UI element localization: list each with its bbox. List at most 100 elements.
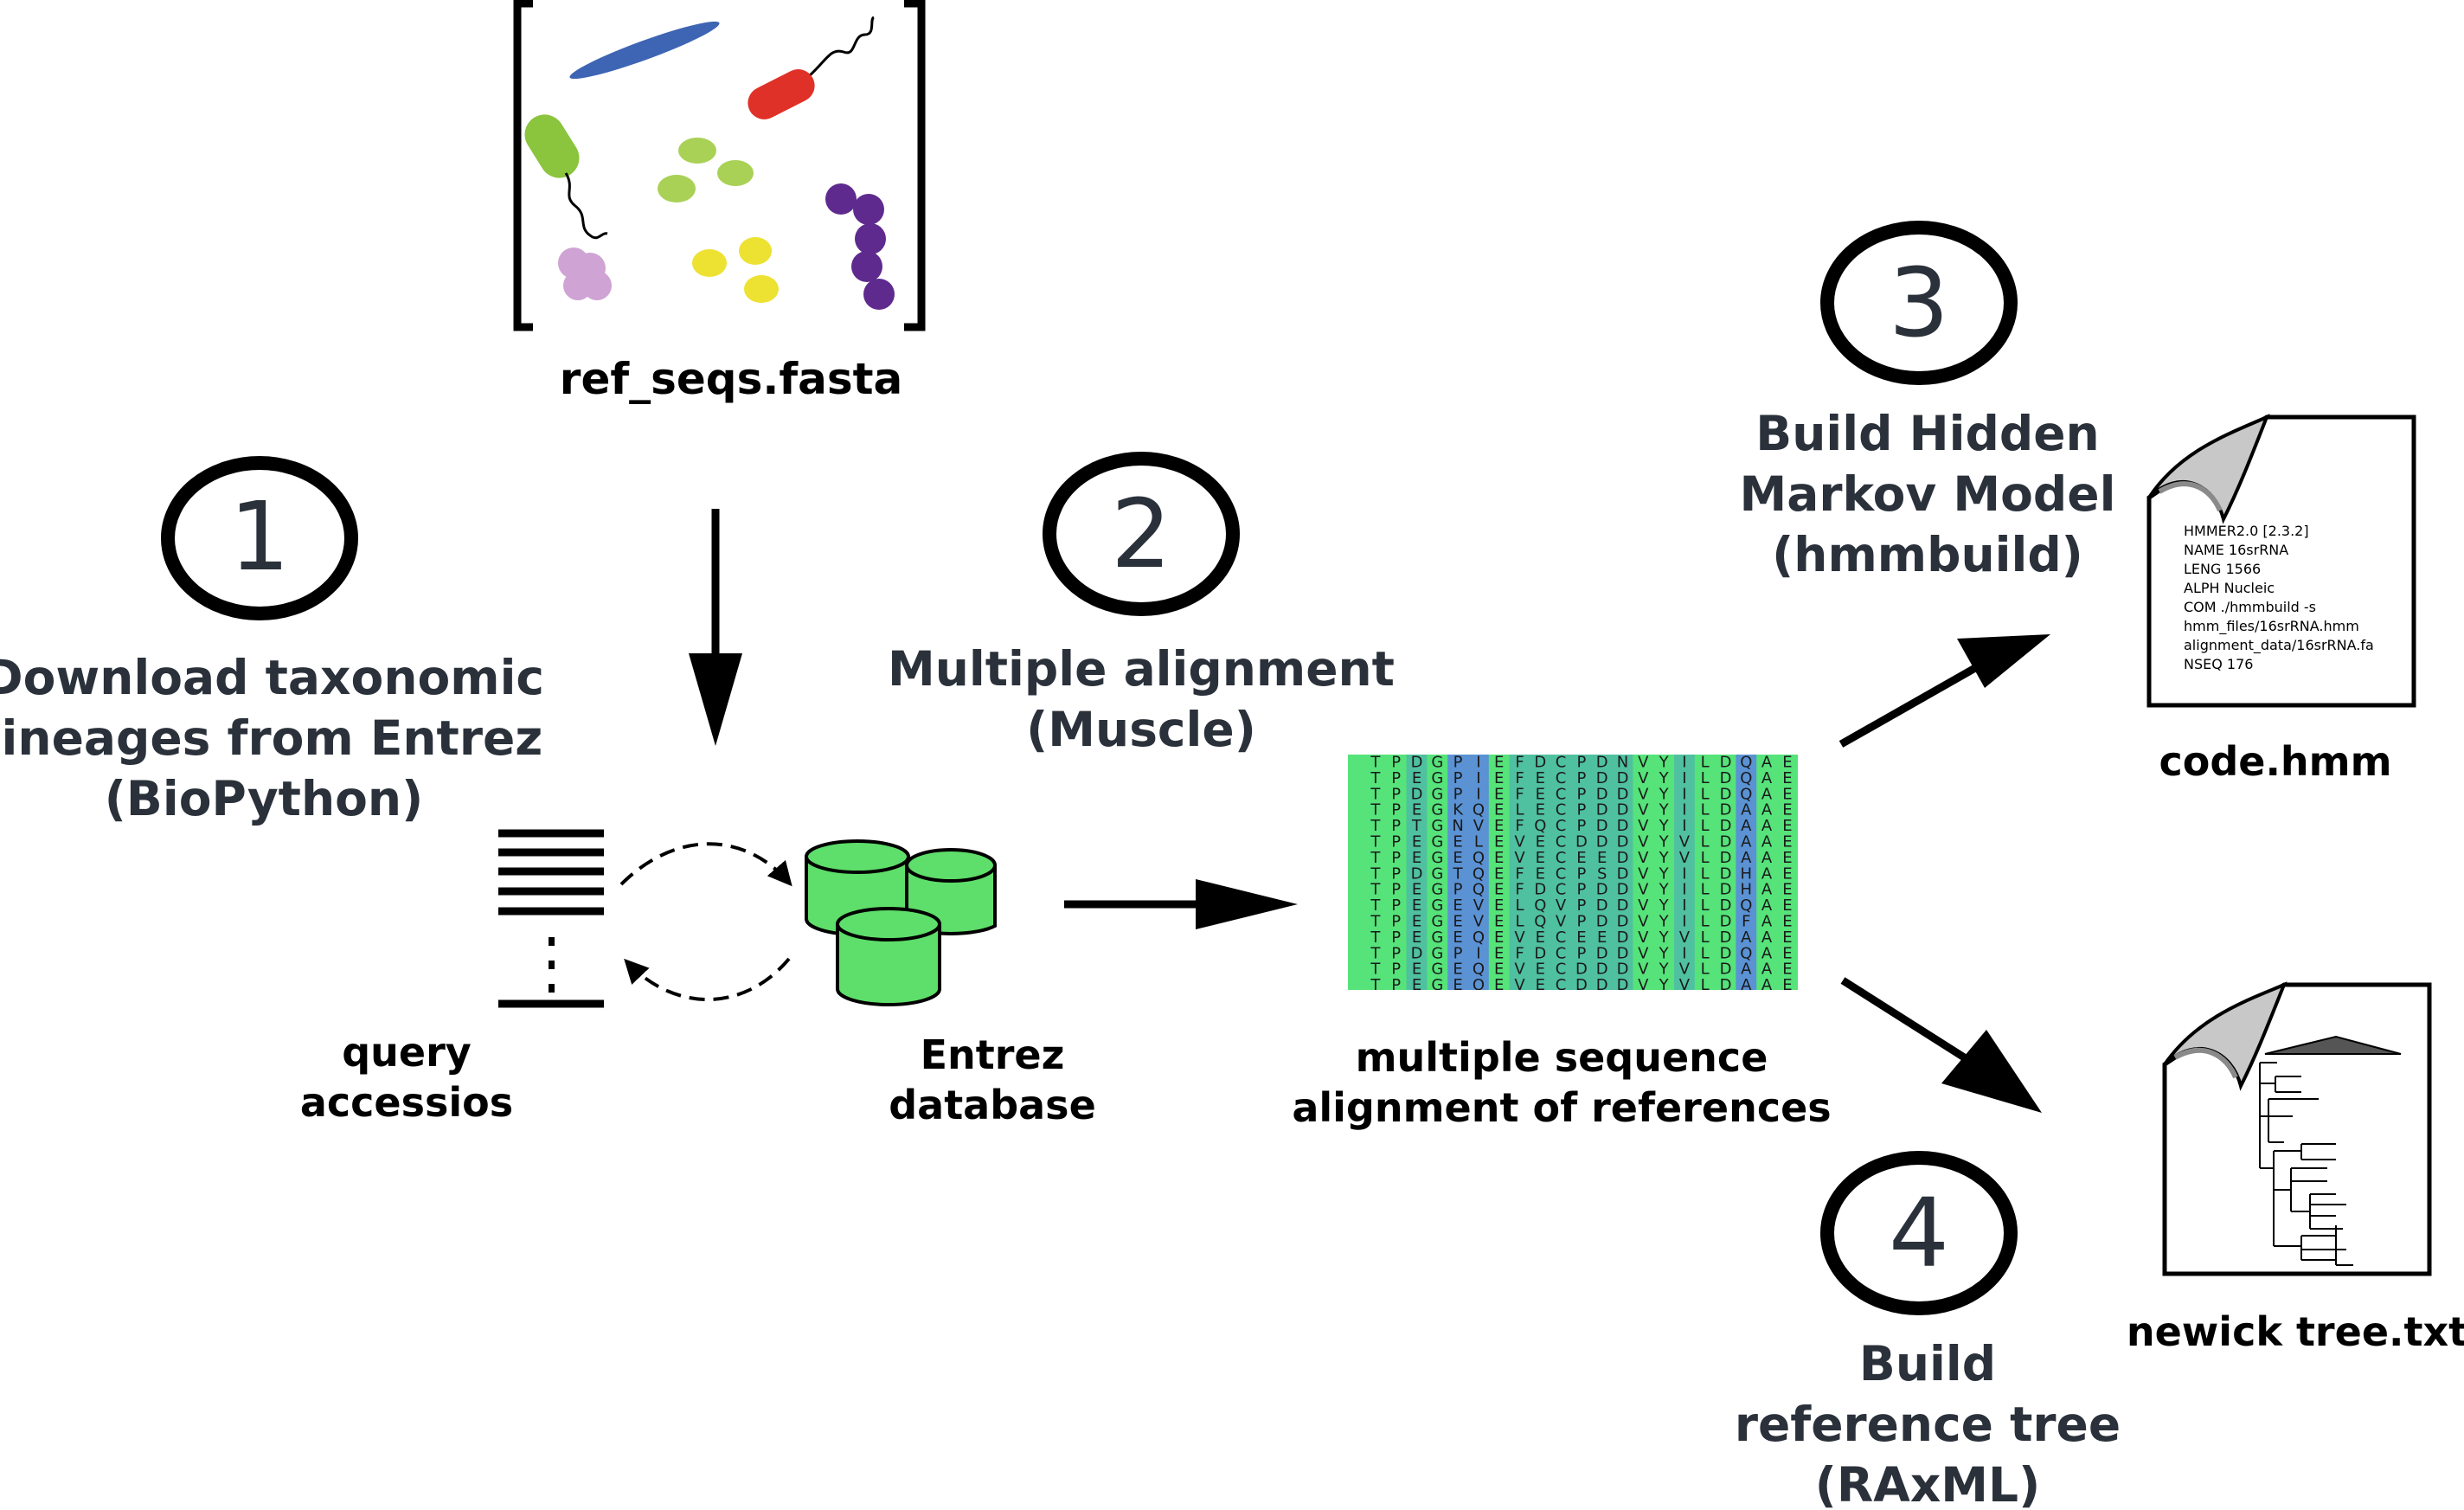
purple-streptococci-icon xyxy=(825,183,895,310)
step-1-line-2: lineages from Entrez xyxy=(0,710,542,766)
tree-collapsed-clade-icon xyxy=(2264,1035,2402,1055)
alignment-column xyxy=(1653,755,1675,990)
alignment-label: multiple sequence alignment of reference… xyxy=(1292,1034,1831,1131)
alignment-column xyxy=(1530,755,1551,990)
query-label: query accessios xyxy=(300,1029,513,1126)
hmm-file-text: HMMER2.0 [2.3.2] NAME 16srRNA LENG 1566 … xyxy=(2184,523,2374,672)
step-3-line-1: Build Hidden xyxy=(1755,406,2099,461)
red-bacterium-icon xyxy=(748,69,815,119)
step-2-caption: Multiple alignment (Muscle) xyxy=(888,641,1395,757)
database-cylinder-3 xyxy=(836,907,941,1006)
tree-file-label: newick tree.txt xyxy=(2127,1308,2464,1355)
hmm-line-4: ALPH Nucleic xyxy=(2184,580,2275,596)
database-to-alignment-arrow-head xyxy=(1196,879,1298,929)
query-list-icon xyxy=(498,829,604,1008)
step-3-caption: Build Hidden Markov Model (hmmbuild) xyxy=(1740,406,2116,582)
hmm-line-2: NAME 16srRNA xyxy=(2184,542,2288,558)
alignment-column xyxy=(1509,755,1530,990)
red-bacterium-flagellum xyxy=(807,16,876,78)
alignment-column xyxy=(1488,755,1511,990)
hmm-line-1: HMMER2.0 [2.3.2] xyxy=(2184,523,2309,539)
query-label-line-2: accessios xyxy=(300,1079,513,1126)
query-list-ellipsis xyxy=(549,937,555,993)
input-arrow-head xyxy=(689,653,742,746)
alignment-column xyxy=(1715,755,1736,990)
step-4-line-3: (RAxML) xyxy=(1815,1457,2040,1510)
step-2-number: 2 xyxy=(1111,479,1171,589)
alignment-column xyxy=(1756,755,1778,990)
hmm-line-8: NSEQ 176 xyxy=(2184,656,2253,672)
database-label: Entrez database xyxy=(889,1031,1096,1128)
alignment-to-tree-arrow-head xyxy=(1941,1030,2042,1113)
reference-sequences-illustration xyxy=(513,0,926,331)
step-4-caption: Build reference tree (RAxML) xyxy=(1735,1336,2121,1510)
step-2-line-2: (Muscle) xyxy=(1026,702,1256,757)
hmm-line-5: COM ./hmmbuild -s xyxy=(2184,599,2316,615)
alignment-column xyxy=(1674,755,1696,990)
alignment-label-line-2: alignment of references xyxy=(1292,1084,1831,1131)
step-1-line-1: Download taxonomic xyxy=(0,650,544,705)
alignment-column xyxy=(1427,755,1448,990)
alignment-column xyxy=(1571,755,1593,990)
step-1-line-3: (BioPython) xyxy=(105,771,423,826)
alignment-to-hmm-arrow-shaft xyxy=(1838,661,1984,748)
step-3-badge: 3 xyxy=(1820,221,2018,385)
alignment-to-tree-arrow-shaft xyxy=(1840,977,1971,1063)
database-icon xyxy=(805,839,997,1006)
alignment-column xyxy=(1633,755,1654,990)
alignment-column xyxy=(1612,755,1633,990)
database-label-line-1: Entrez xyxy=(921,1031,1065,1078)
step-3-line-3: (hmmbuild) xyxy=(1772,527,2083,582)
alignment-edge-strip xyxy=(1348,755,1365,990)
query-to-database-arrow xyxy=(619,842,792,887)
input-file-label: ref_seqs.fasta xyxy=(560,354,902,404)
alignment-column xyxy=(1447,755,1469,990)
step-4-line-1: Build xyxy=(1859,1336,1996,1391)
query-label-line-1: query xyxy=(342,1029,472,1076)
step-1-caption: Download taxonomic lineages from Entrez … xyxy=(0,650,544,826)
step-1-number: 1 xyxy=(229,481,290,592)
hmm-file-label: code.hmm xyxy=(2159,738,2391,785)
hmm-line-3: LENG 1566 xyxy=(2184,561,2261,577)
right-bracket xyxy=(904,0,926,331)
light-green-cocci-icon xyxy=(658,138,754,202)
alignment-column xyxy=(1694,755,1716,990)
alignment-column xyxy=(1777,755,1798,990)
step-2-badge: 2 xyxy=(1043,452,1240,616)
alignment-column xyxy=(1406,755,1428,990)
green-bacterium-icon xyxy=(524,114,580,178)
tree-file-icon xyxy=(2162,981,2432,1276)
left-bracket xyxy=(513,0,533,331)
blue-bacterium-icon xyxy=(569,21,720,80)
alignment-to-hmm-arrow-head xyxy=(1957,634,2050,688)
alignment-column xyxy=(1365,755,1387,990)
hmm-line-7: alignment_data/16srRNA.fa xyxy=(2184,637,2374,654)
step-3-number: 3 xyxy=(1889,247,1949,358)
step-3-line-2: Markov Model xyxy=(1740,466,2116,522)
yellow-cocci-icon xyxy=(692,237,779,303)
step-4-line-2: reference tree xyxy=(1735,1397,2121,1452)
hmm-line-6: hmm_files/16srRNA.hmm xyxy=(2184,618,2359,635)
step-4-number: 4 xyxy=(1889,1178,1949,1288)
green-bacterium-flagellum xyxy=(564,172,608,240)
phylogenetic-tree-icon xyxy=(2259,1062,2353,1266)
hmm-file-icon: HMMER2.0 [2.3.2] NAME 16srRNA LENG 1566 … xyxy=(2146,414,2416,708)
alignment-columns xyxy=(1348,755,1798,990)
alignment-column xyxy=(1468,755,1490,990)
alignment-label-line-1: multiple sequence xyxy=(1356,1034,1768,1081)
